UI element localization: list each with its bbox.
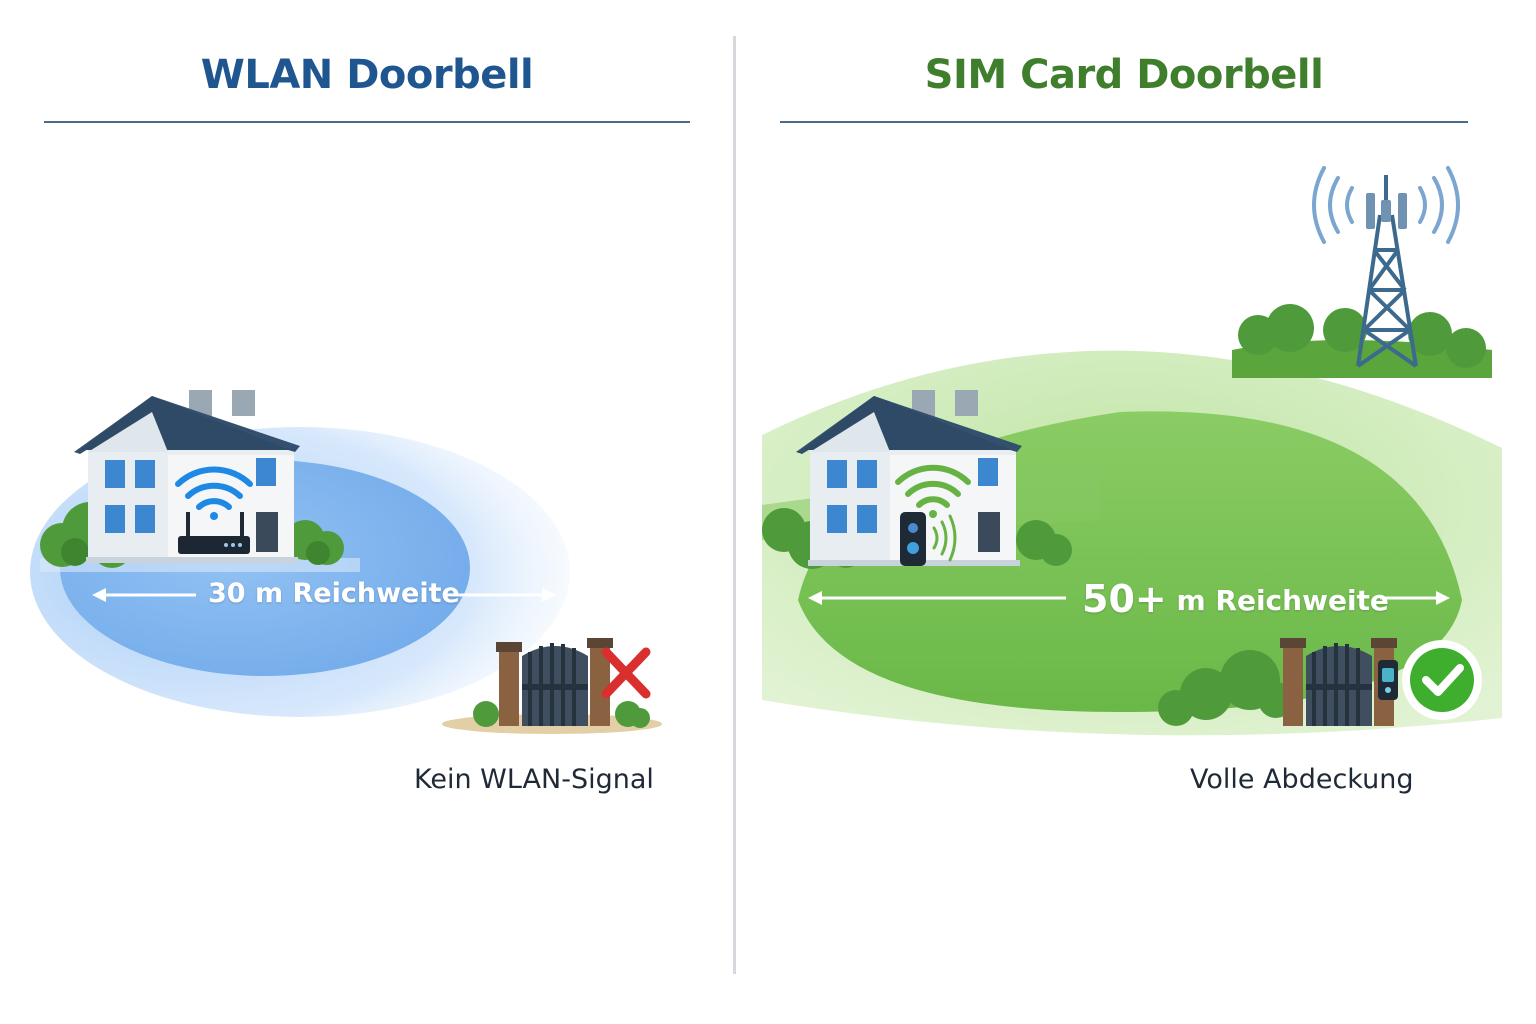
wlan-panel-title: WLAN Doorbell <box>200 52 534 98</box>
green-checkmark-icon <box>1402 640 1482 720</box>
panel-divider <box>733 36 736 974</box>
sim-doorbell-device <box>900 512 957 566</box>
wlan-house <box>74 390 300 563</box>
wlan-range-unit: m Reichweite <box>254 578 460 609</box>
cell-signal-waves <box>1312 166 1460 244</box>
cell-tower-antennas <box>1366 193 1407 229</box>
wlan-gate <box>442 638 662 734</box>
sim-gate <box>1280 638 1398 726</box>
wlan-range-label: 30 m Reichweite <box>208 578 460 609</box>
sim-range-arrow <box>808 591 1450 605</box>
sim-hill-bushes <box>1238 304 1486 368</box>
wlan-range-arrow <box>92 588 556 602</box>
sim-status-caption: Volle Abdeckung <box>1190 764 1414 795</box>
sim-title-underline <box>780 121 1468 123</box>
wlan-router <box>178 512 250 554</box>
sim-range-value: 50+ <box>1082 577 1167 621</box>
wlan-wifi-icon <box>175 466 253 520</box>
sim-range-label: 50+ m Reichweite <box>1082 577 1389 621</box>
sim-range-unit: m Reichweite <box>1176 584 1389 617</box>
sim-wifi-icon <box>895 464 971 518</box>
wlan-range-value: 30 <box>208 578 246 609</box>
cell-tower-icon <box>1356 175 1418 368</box>
wlan-status-caption: Kein WLAN-Signal <box>414 764 654 795</box>
sim-panel-title: SIM Card Doorbell <box>924 52 1324 98</box>
red-x-icon <box>601 647 651 699</box>
wlan-title-underline <box>44 121 690 123</box>
